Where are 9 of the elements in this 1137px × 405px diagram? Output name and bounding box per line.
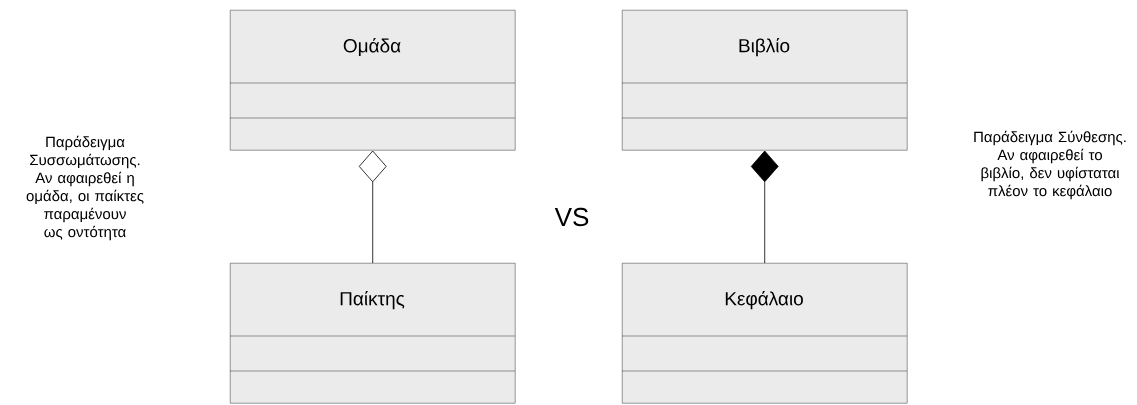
aggregation-line xyxy=(358,150,387,264)
aggregation-line xyxy=(750,150,779,264)
note-text: Παράδειγμα Σύνθεσης. Αν αφαιρεθεί το βιβλίο, δεν υφίσταται πλέον το κεφάλαιο xyxy=(974,130,1126,200)
class-box: Παίκτης xyxy=(229,263,516,404)
note-text: Παράδειγμα Συσσωμάτωσης. Αν αφαιρεθεί η ομάδα, οι παίκτες παραμένουν ως οντότητα xyxy=(26,135,144,241)
class-box: Βιβλίο xyxy=(621,10,908,151)
vs-label: VS xyxy=(554,207,589,227)
class-box: Κεφάλαιο xyxy=(621,263,908,404)
class-box: Ομάδα xyxy=(229,10,516,151)
